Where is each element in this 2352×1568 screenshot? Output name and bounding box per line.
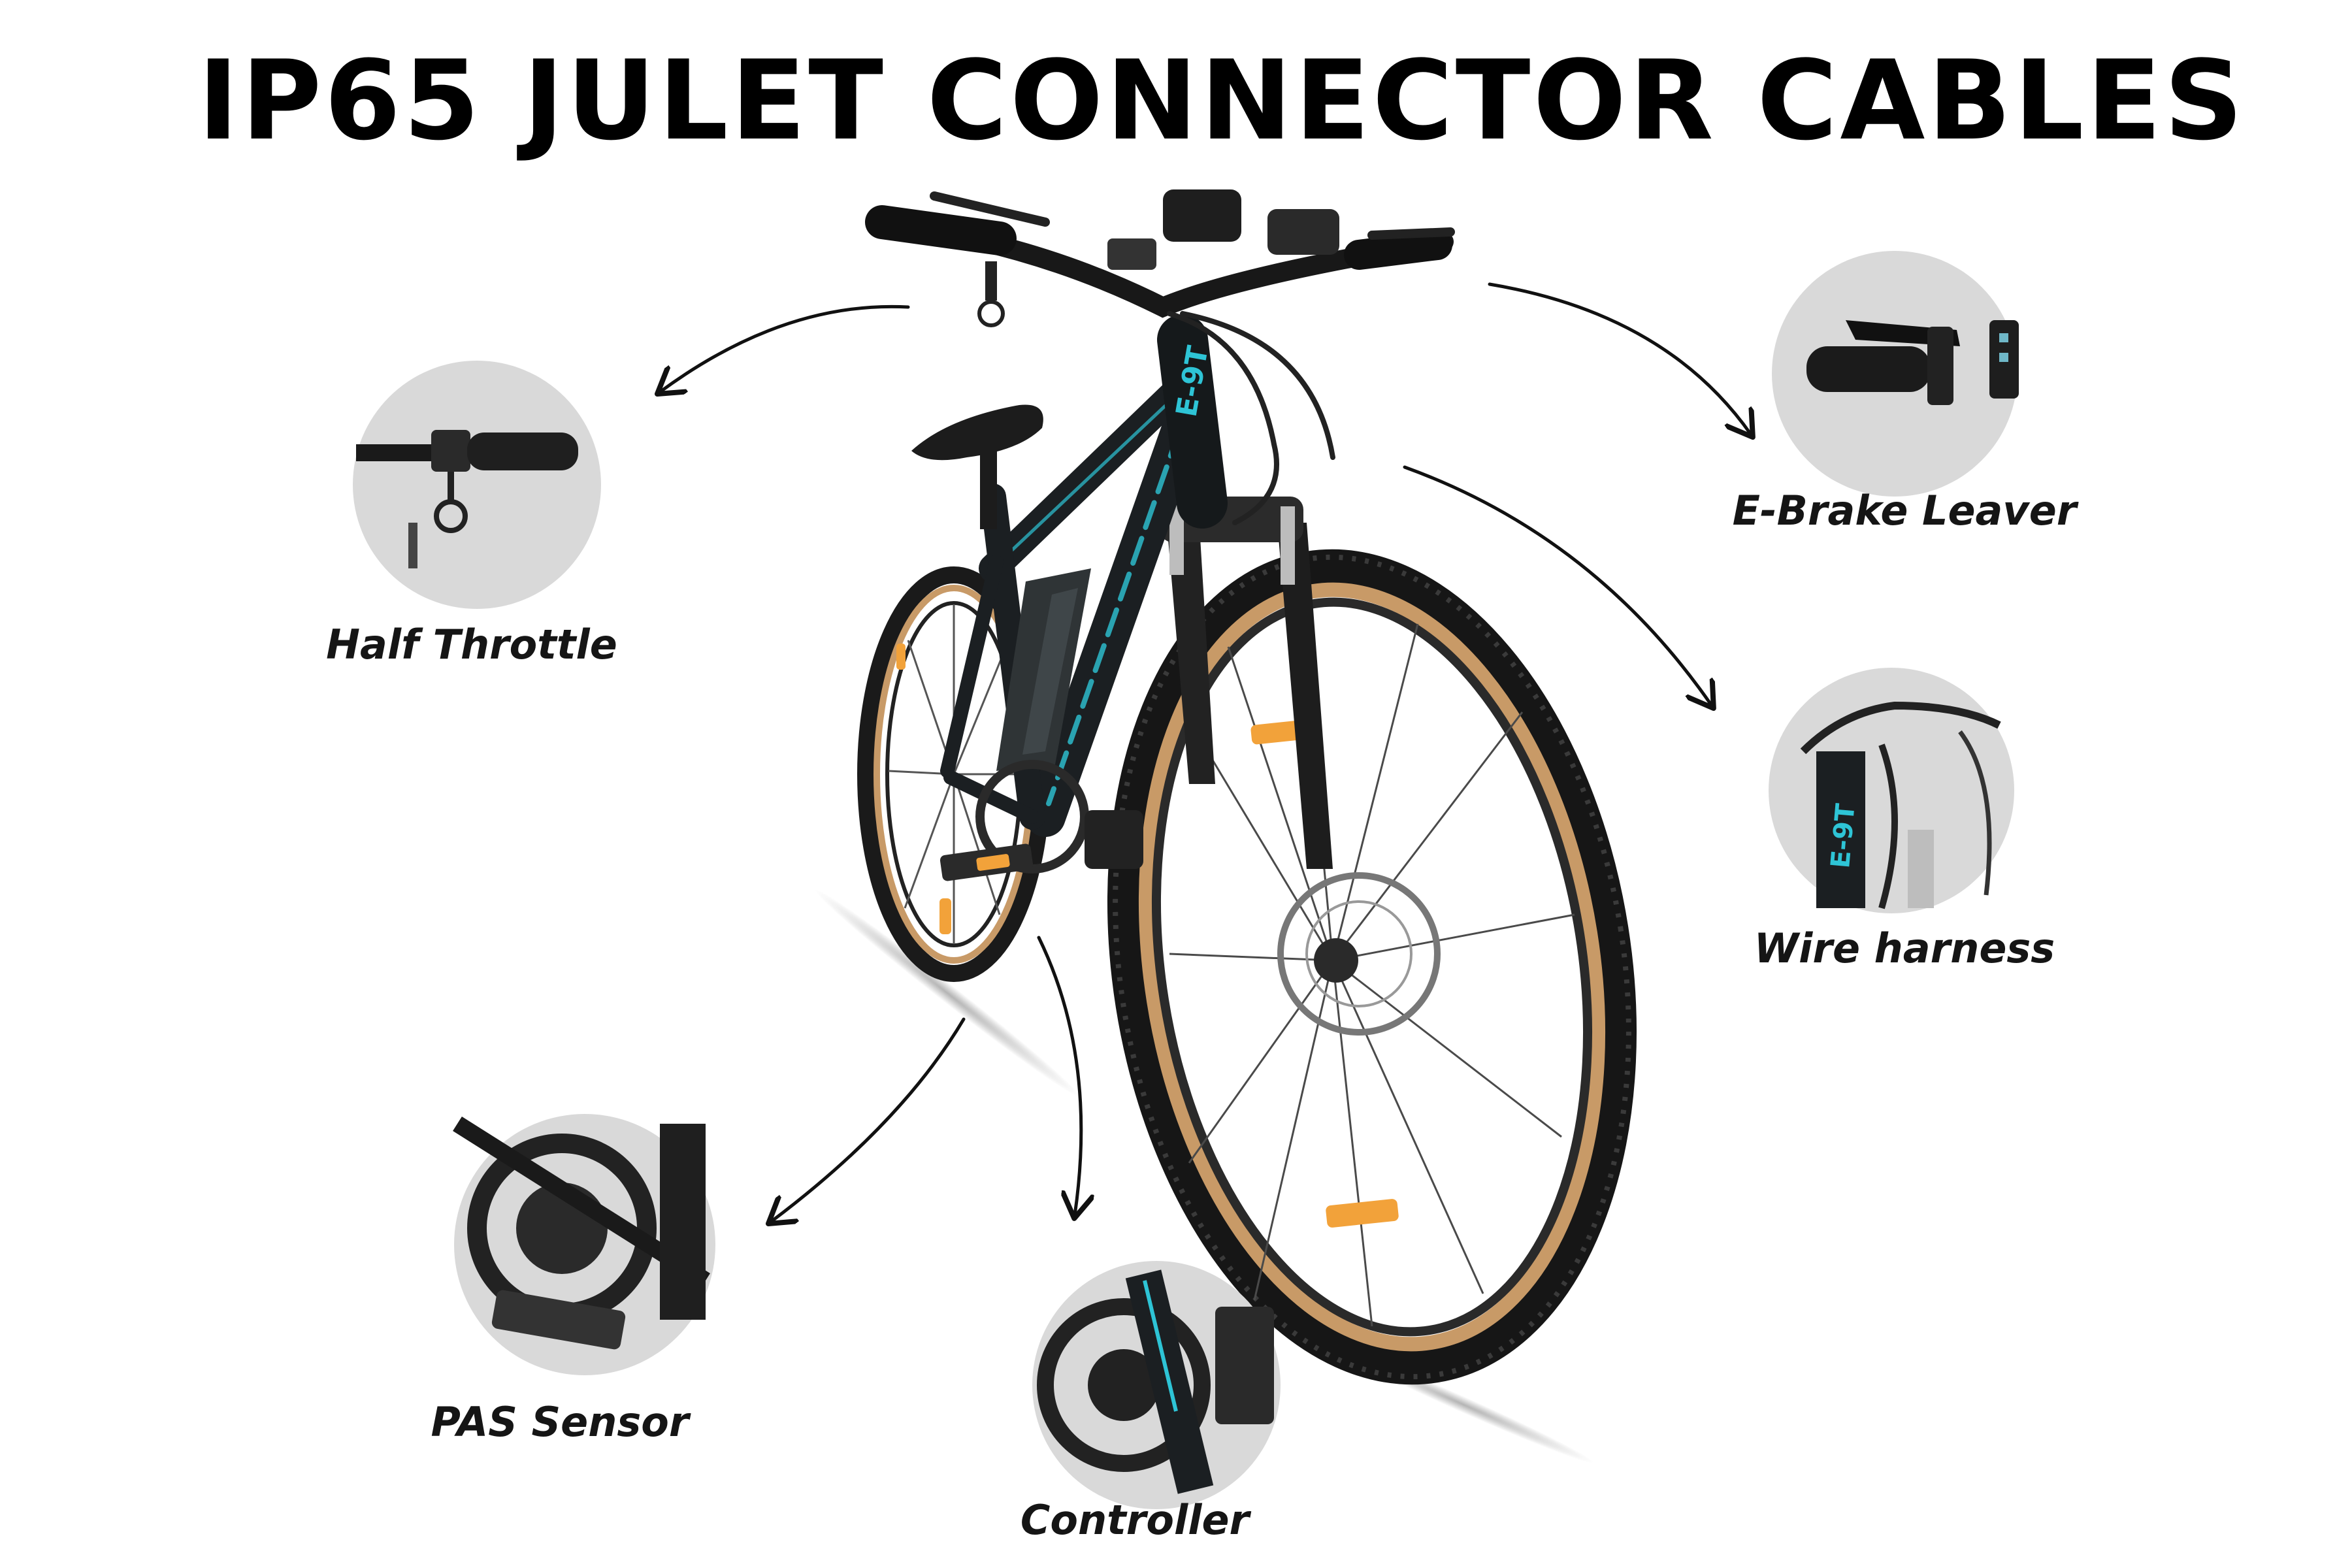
ebrake-thumbnail: [1772, 251, 2019, 497]
label-ebrake: E-Brake Leaver: [1732, 487, 2077, 534]
saddle: [911, 404, 1043, 529]
label-pas-sensor: PAS Sensor: [431, 1398, 689, 1446]
ebike-image: E-9T: [857, 189, 1637, 1385]
half-throttle-thumbnail: [353, 361, 601, 609]
callout-arrows: [660, 282, 1751, 1222]
battery: [996, 568, 1091, 771]
label-half-throttle: Half Throttle: [326, 621, 617, 668]
page-title: IP65 JULET CONNECTOR CABLES: [197, 37, 2246, 165]
wire-harness-thumbnail: E-9T: [1769, 668, 2014, 913]
arrow-pas-sensor: [771, 1017, 966, 1222]
label-controller: Controller: [1020, 1496, 1250, 1544]
pas-sensor-thumbnail: [453, 1114, 715, 1375]
crank-pedal: [939, 760, 1143, 881]
label-wire-harness: Wire harness: [1754, 924, 2055, 972]
arrow-controller: [1037, 936, 1081, 1215]
front-fork: [1160, 497, 1333, 869]
arrow-ebrake: [1488, 282, 1751, 434]
svg-text:E-9T: E-9T: [1825, 802, 1861, 869]
headlight: [1267, 209, 1339, 255]
arrow-wire-harness: [1403, 465, 1712, 706]
controller-thumbnail: [1032, 1261, 1281, 1509]
handlebar: [865, 191, 1455, 525]
frame: [940, 314, 1228, 837]
arrow-half-throttle: [660, 304, 910, 392]
display-unit: [1163, 189, 1241, 242]
